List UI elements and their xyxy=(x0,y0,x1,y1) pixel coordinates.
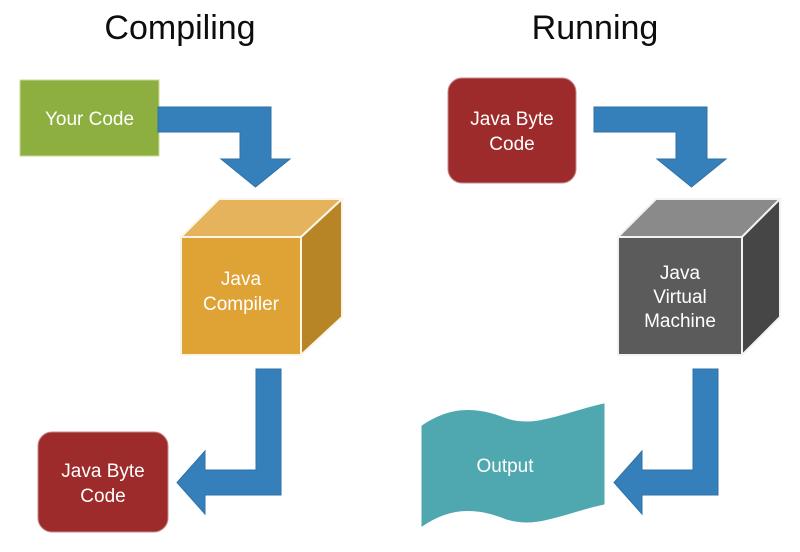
arrow-jvm-to-output xyxy=(613,368,719,516)
jvm-label-line3: Machine xyxy=(644,311,716,332)
your-code-label: Your Code xyxy=(45,109,134,130)
jvm-cube-front[interactable] xyxy=(617,236,743,356)
java-compiler-cube-front[interactable] xyxy=(180,236,302,356)
java-byte-code-input-label-line2: Code xyxy=(489,134,534,155)
arrow-bytecode-to-jvm xyxy=(593,106,728,188)
java-byte-code-input-label-line1: Java Byte xyxy=(470,109,553,130)
node-java-compiler[interactable]: Java Compiler xyxy=(178,196,345,358)
jvm-label-line2: Virtual xyxy=(653,287,707,308)
jvm-label-line1: Java xyxy=(660,263,701,284)
column-title-compiling: Compiling xyxy=(104,9,255,47)
arrow-yourcode-to-compiler xyxy=(157,106,292,188)
java-byte-code-output-label-line1: Java Byte xyxy=(61,461,144,482)
node-output[interactable]: Output xyxy=(421,403,605,527)
java-compiler-label-line1: Java xyxy=(221,269,262,290)
node-java-virtual-machine[interactable]: Java Virtual Machine xyxy=(615,196,783,358)
bent-arrow-down-left-icon xyxy=(613,368,719,516)
your-code-box[interactable] xyxy=(19,79,160,157)
java-byte-code-output-label-line2: Code xyxy=(80,486,125,507)
node-java-byte-code-output[interactable]: Java Byte Code xyxy=(37,431,169,533)
output-wave-shape[interactable] xyxy=(421,403,605,527)
node-your-code[interactable]: Your Code xyxy=(19,79,160,157)
output-label: Output xyxy=(476,456,534,477)
arrow-compiler-to-bytecode xyxy=(176,368,282,516)
java-compiler-label-line2: Compiler xyxy=(203,294,280,315)
bent-arrow-down-left-icon xyxy=(176,368,282,516)
column-title-running: Running xyxy=(532,9,659,47)
java-byte-code-output-box[interactable] xyxy=(37,431,169,533)
node-java-byte-code-input[interactable]: Java Byte Code xyxy=(447,77,577,184)
java-byte-code-input-box[interactable] xyxy=(447,77,577,184)
bent-arrow-down-right-icon xyxy=(593,106,728,188)
bent-arrow-down-right-icon xyxy=(157,106,292,188)
